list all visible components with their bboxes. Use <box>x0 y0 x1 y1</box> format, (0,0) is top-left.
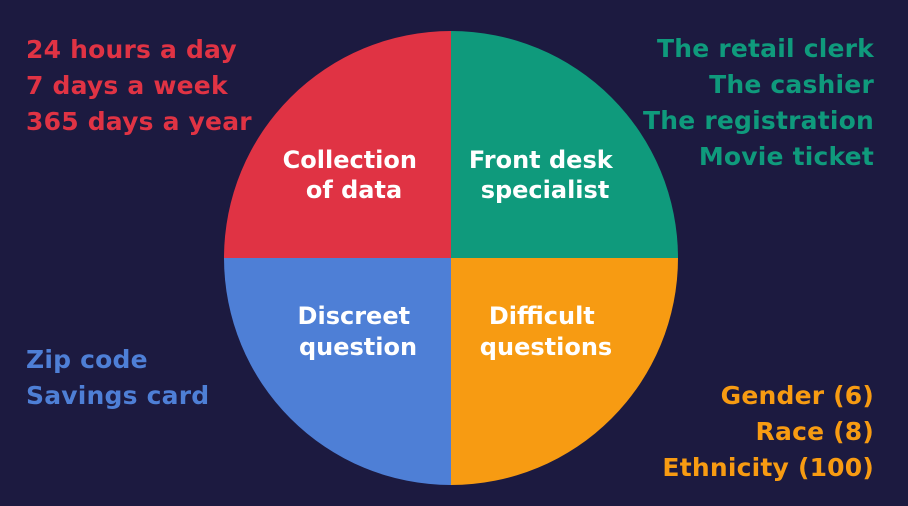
list-item: Race (8) <box>755 417 874 446</box>
quadrant-label-discreet-question: Discreet question <box>298 302 419 361</box>
quadrant-discreet-question <box>224 258 451 485</box>
quadrant-collection-of-data <box>224 31 451 258</box>
list-difficult-questions: Gender (6) Race (8) Ethnicity (100) <box>662 378 874 486</box>
list-item: The cashier <box>709 70 874 99</box>
list-item: 24 hours a day <box>26 35 237 64</box>
list-discreet-question: Zip code Savings card <box>26 342 209 414</box>
list-item: Zip code <box>26 345 148 374</box>
list-item: Gender (6) <box>720 381 874 410</box>
list-item: Savings card <box>26 381 210 410</box>
list-front-desk-specialist: The retail clerk The cashier The registr… <box>643 31 874 175</box>
quadrant-difficult-questions <box>451 258 678 485</box>
quadrant-front-desk-specialist <box>451 31 678 258</box>
list-item: Ethnicity (100) <box>662 453 874 482</box>
list-item: 365 days a year <box>26 107 252 136</box>
list-collection-of-data: 24 hours a day 7 days a week 365 days a … <box>26 32 252 140</box>
quadrant-label-difficult-questions: Difficult questions <box>480 302 612 361</box>
list-item: Movie ticket <box>698 142 874 171</box>
quadrant-label-front-desk-specialist: Front desk specialist <box>469 146 621 204</box>
list-item: The registration <box>643 106 874 135</box>
list-item: 7 days a week <box>26 71 228 100</box>
list-item: The retail clerk <box>657 34 874 63</box>
quadrant-label-collection-of-data: Collection of data <box>283 146 426 204</box>
